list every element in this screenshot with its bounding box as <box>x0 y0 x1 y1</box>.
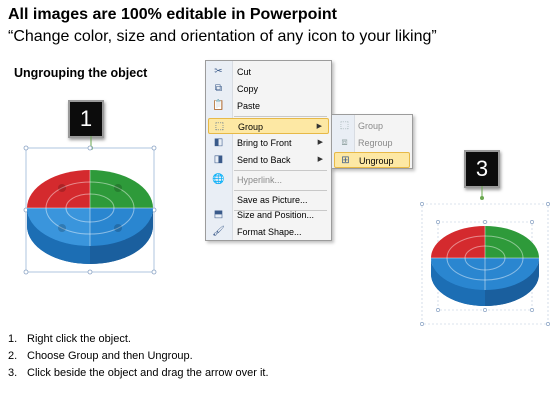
puzzle-pie-chart-selected[interactable] <box>22 144 158 276</box>
menu-item-label: Save as Picture... <box>237 195 308 205</box>
section-title: Ungrouping the object <box>14 66 148 80</box>
menu-item-hyperlink[interactable]: 🌐 Hyperlink... <box>208 172 329 188</box>
menu-item-label: Cut <box>237 67 252 77</box>
headline: All images are 100% editable in Powerpoi… <box>8 6 337 23</box>
puzzle-pie-chart-ungrouped[interactable] <box>418 200 552 328</box>
menu-separator <box>234 210 327 211</box>
menu-item-copy[interactable]: ⧉ Copy <box>208 81 329 97</box>
menu-item-size-and-position[interactable]: ⬒ Size and Position... <box>208 207 329 223</box>
group-icon: ⬚ <box>339 120 350 131</box>
menu-item-label: Size and Position... <box>237 210 315 220</box>
copy-icon: ⧉ <box>214 83 223 94</box>
regroup-icon: ⧈ <box>341 137 348 148</box>
menu-item-label: Format Shape... <box>237 227 302 237</box>
menu-item-paste[interactable]: 📋 Paste <box>208 98 329 114</box>
menu-item-label: Group <box>358 121 384 131</box>
menu-item-label: Copy <box>237 84 259 94</box>
scissors-icon: ✂ <box>214 66 223 77</box>
step-3-badge: 3 <box>464 150 500 188</box>
subheadline: “Change color, size and orientation of a… <box>8 28 437 45</box>
ungroup-icon: ⊞ <box>341 155 350 166</box>
menu-separator <box>234 116 327 117</box>
group-icon: ⬚ <box>214 121 225 132</box>
menu-item-send-to-back[interactable]: ◨ Send to Back ▶ <box>208 152 329 168</box>
menu-item-label: Send to Back <box>237 155 291 165</box>
menu-item-bring-to-front[interactable]: ◧ Bring to Front ▶ <box>208 135 329 151</box>
format-shape-icon: 🖌 <box>212 226 225 237</box>
menu-item-label: Regroup <box>358 138 393 148</box>
menu-item-label: Hyperlink... <box>237 175 283 185</box>
instruction-step: 3.Click beside the object and drag the a… <box>8 367 269 379</box>
submenu-item-ungroup[interactable]: ⊞ Ungroup <box>334 152 410 168</box>
instruction-step: 2.Choose Group and then Ungroup. <box>8 350 193 362</box>
hyperlink-icon: 🌐 <box>212 174 225 185</box>
submenu-arrow-icon: ▶ <box>316 123 322 130</box>
group-submenu: ⬚ Group ⧈ Regroup ⊞ Ungroup <box>331 114 413 169</box>
menu-item-label: Ungroup <box>359 156 394 166</box>
menu-icon-gutter <box>206 61 233 240</box>
paste-icon: 📋 <box>212 100 225 111</box>
context-menu: ✂ Cut ⧉ Copy 📋 Paste ⬚ Group ▶ ◧ Bring t… <box>205 60 332 241</box>
menu-item-group[interactable]: ⬚ Group ▶ <box>208 118 329 134</box>
menu-separator <box>234 190 327 191</box>
bring-to-front-icon: ◧ <box>213 137 224 148</box>
menu-item-cut[interactable]: ✂ Cut <box>208 64 329 80</box>
menu-item-save-as-picture[interactable]: Save as Picture... <box>208 192 329 208</box>
submenu-arrow-icon: ▶ <box>317 139 323 146</box>
instruction-step: 1.Right click the object. <box>8 333 131 345</box>
send-to-back-icon: ◨ <box>213 154 224 165</box>
instructions-list: 1.Right click the object. 2.Choose Group… <box>8 331 269 382</box>
submenu-item-group[interactable]: ⬚ Group <box>334 118 410 134</box>
submenu-item-regroup[interactable]: ⧈ Regroup <box>334 135 410 151</box>
menu-item-label: Paste <box>237 101 261 111</box>
menu-item-label: Group <box>238 122 264 132</box>
size-position-icon: ⬒ <box>213 209 224 220</box>
step-1-badge: 1 <box>68 100 104 138</box>
menu-item-format-shape[interactable]: 🖌 Format Shape... <box>208 224 329 240</box>
connector-line <box>480 186 484 200</box>
menu-item-label: Bring to Front <box>237 138 292 148</box>
submenu-arrow-icon: ▶ <box>317 156 323 163</box>
menu-separator <box>234 170 327 171</box>
